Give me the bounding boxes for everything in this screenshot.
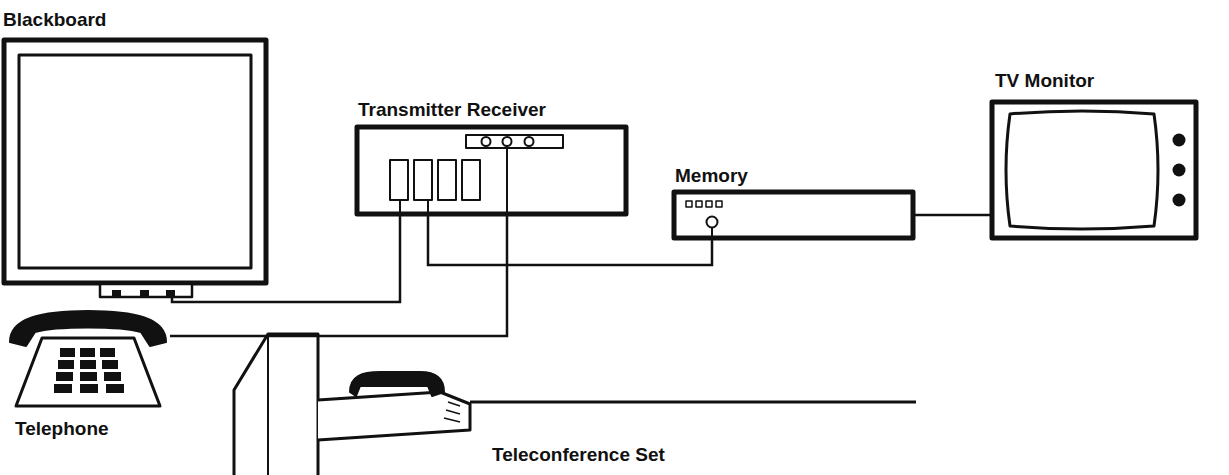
internal-wire — [400, 146, 507, 214]
tv-knobs — [1173, 134, 1186, 207]
cable — [170, 216, 507, 336]
control-knob — [525, 137, 534, 146]
blackboard: Blackboard — [2, 38, 268, 298]
blackboard-frame — [4, 40, 266, 283]
teleconference-set: Teleconference Set — [230, 330, 470, 475]
blackboard-surface — [19, 55, 251, 268]
device-label: Memory — [675, 165, 748, 187]
device-label: Teleconference Set — [492, 444, 665, 466]
blackboard-terminals — [112, 290, 175, 297]
cable — [428, 216, 712, 265]
control-knob — [503, 137, 512, 146]
device-label: Transmitter Receiver — [358, 99, 546, 121]
teleconference-keys — [444, 402, 460, 422]
control-knob — [482, 137, 491, 146]
device-label: Telephone — [15, 418, 109, 440]
teleconference-line — [470, 401, 916, 404]
tv-cabinet — [992, 102, 1196, 238]
teleconference-handset — [350, 372, 444, 396]
device-label: TV Monitor — [995, 70, 1094, 92]
teleconference-cradle — [318, 392, 470, 440]
memory-housing — [674, 192, 913, 238]
teleconference-speaker — [234, 334, 318, 475]
teleconference-edge — [267, 334, 269, 475]
cable — [915, 214, 990, 217]
memory-unit: Memory — [672, 190, 915, 240]
device-label: Blackboard — [3, 9, 106, 31]
card-slots — [390, 160, 480, 200]
transmitter-housing — [357, 127, 626, 214]
telephone-body — [16, 338, 160, 406]
tv-screen — [1006, 111, 1158, 229]
transmitter-receiver: Transmitter Receiver — [355, 125, 628, 216]
memory-socket — [707, 217, 718, 228]
control-strip — [466, 135, 563, 148]
internal-wire — [711, 228, 713, 238]
tv-monitor: TV Monitor — [990, 100, 1198, 240]
cable — [172, 216, 400, 302]
memory-buttons — [686, 201, 722, 207]
telephone-keypad — [54, 348, 124, 393]
blackboard-base — [100, 284, 192, 297]
telephone: Telephone — [5, 308, 170, 412]
